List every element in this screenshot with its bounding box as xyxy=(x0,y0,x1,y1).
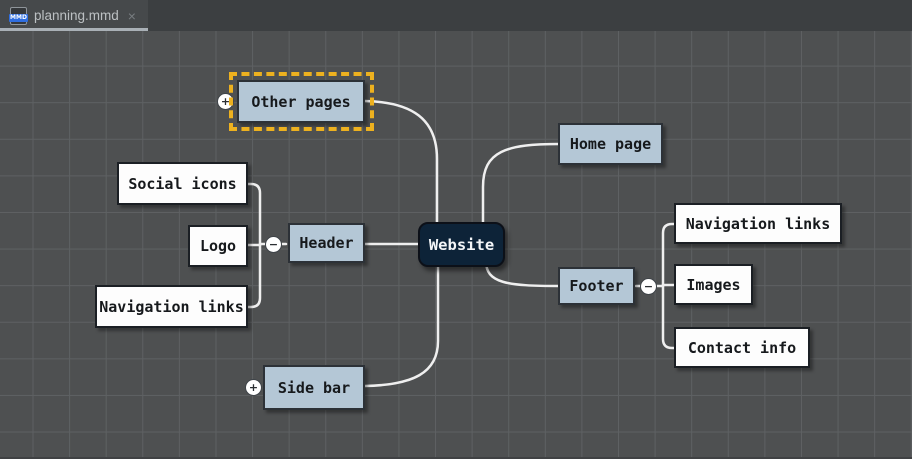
mmd-file-icon: MMD xyxy=(9,6,28,25)
node-other-pages[interactable]: Other pages xyxy=(237,80,365,123)
expand-toggle-side-bar[interactable]: + xyxy=(245,379,262,396)
node-footer[interactable]: Footer xyxy=(558,267,635,305)
tab-title: planning.mmd xyxy=(34,8,119,23)
collapse-toggle-header[interactable]: − xyxy=(265,236,282,253)
window-bottom-edge xyxy=(0,457,912,459)
collapse-toggle-footer[interactable]: − xyxy=(640,278,657,295)
node-home-page[interactable]: Home page xyxy=(558,123,663,165)
node-navigation-links-right[interactable]: Navigation links xyxy=(674,203,842,244)
tab-close-icon[interactable]: × xyxy=(127,7,136,24)
node-logo[interactable]: Logo xyxy=(188,225,248,267)
expand-toggle-other-pages[interactable]: + xyxy=(217,93,234,110)
node-navigation-links-left[interactable]: Navigation links xyxy=(95,285,248,328)
editor-tab-bar: MMD planning.mmd × xyxy=(0,0,912,31)
edge-website-other-pages xyxy=(363,99,439,229)
node-social-icons[interactable]: Social icons xyxy=(117,162,248,205)
mindmap-canvas[interactable]: Social icons Logo Navigation links Other… xyxy=(0,31,912,459)
node-images[interactable]: Images xyxy=(674,264,753,305)
edge-website-home-page xyxy=(481,142,562,229)
edge-website-side-bar xyxy=(363,259,440,388)
node-side-bar[interactable]: Side bar xyxy=(263,365,365,410)
node-contact-info[interactable]: Contact info xyxy=(674,327,810,368)
mmd-file-icon-label: MMD xyxy=(9,13,28,22)
node-website-root[interactable]: Website xyxy=(418,222,505,267)
node-header[interactable]: Header xyxy=(288,223,365,263)
tab-planning-mmd[interactable]: MMD planning.mmd × xyxy=(0,0,148,31)
edge-website-footer xyxy=(484,259,562,288)
